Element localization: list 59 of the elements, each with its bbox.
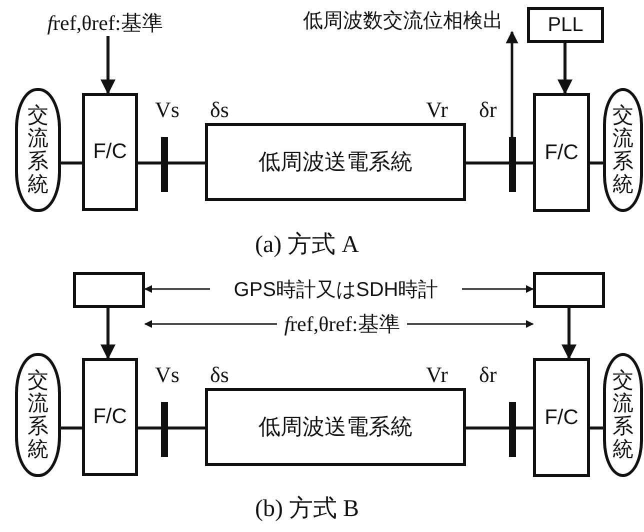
clock-box <box>533 272 605 308</box>
caption: (a) 方式 A <box>255 230 359 260</box>
converter-box <box>533 93 590 212</box>
bus-bar <box>161 402 168 457</box>
voltage-phase-label: Vr <box>426 362 448 388</box>
voltage-phase-label: Vs <box>155 362 180 388</box>
node-text: 交流系統 <box>612 104 634 196</box>
reference-text: fref,θref:基準 <box>47 10 163 37</box>
reference-text: fref,θref:基準 <box>284 311 400 338</box>
voltage-phase-label: δr <box>479 97 497 123</box>
caption: (b) 方式 B <box>255 494 359 524</box>
converter-box <box>533 358 590 477</box>
converter-box <box>82 358 138 476</box>
voltage-phase-label: δs <box>210 362 229 388</box>
connector-line <box>61 162 82 164</box>
arrow <box>462 285 534 293</box>
arrow <box>144 320 277 328</box>
connector-line <box>138 426 161 430</box>
pll-box <box>527 7 604 43</box>
voltage-phase-label: δs <box>210 97 229 123</box>
bus-bar <box>509 402 516 457</box>
arrow <box>558 43 572 94</box>
connector-line <box>590 162 603 164</box>
node-text: 低周波送電系統 <box>258 413 412 441</box>
node-text: F/C <box>93 140 127 164</box>
arrow <box>506 30 518 137</box>
connector-line <box>168 426 205 430</box>
converter-box <box>82 93 138 211</box>
connector-line <box>590 426 603 430</box>
arrow <box>144 285 210 293</box>
connector-line <box>61 426 82 430</box>
node-text: 低周波送電系統 <box>258 148 412 176</box>
node-text: PLL <box>548 14 584 36</box>
bus-bar <box>509 137 516 192</box>
node-text: 交流系統 <box>612 368 634 462</box>
connector-line <box>168 162 205 164</box>
connector-line <box>466 426 509 430</box>
node-text: GPS時計又はSDH時計 <box>234 278 438 302</box>
arrow <box>407 320 534 328</box>
node-text: 交流系統 <box>28 104 48 196</box>
clock-box <box>73 272 145 308</box>
node-text: F/C <box>93 405 127 429</box>
transmission-system-box <box>205 388 466 466</box>
connector-line <box>466 162 509 164</box>
node-text: 交流系統 <box>28 368 48 462</box>
arrow <box>562 308 576 360</box>
arrow <box>100 308 116 360</box>
arrow <box>100 36 116 94</box>
voltage-phase-label: δr <box>479 362 497 388</box>
node-text: F/C <box>544 140 578 164</box>
transmission-system-box <box>205 123 466 201</box>
node-text: 低周波数交流位相検出 <box>303 8 503 34</box>
connector-line <box>516 426 533 430</box>
node-text: F/C <box>544 406 578 430</box>
connector-line <box>516 162 533 164</box>
bus-bar <box>161 137 168 192</box>
voltage-phase-label: Vs <box>155 97 180 123</box>
connector-line <box>138 162 161 164</box>
voltage-phase-label: Vr <box>426 97 448 123</box>
